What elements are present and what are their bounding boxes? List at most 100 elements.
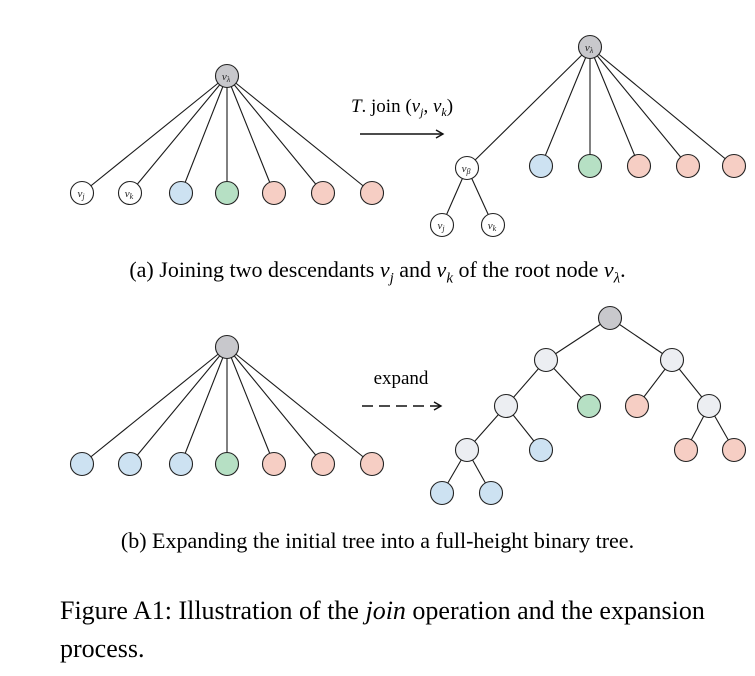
root-node-v-lambda-joined-label: vλ: [585, 42, 594, 55]
edge-a-left-5: [226, 75, 324, 194]
leaf-node-pink-4: [261, 180, 287, 206]
binary-node-LLR: [528, 437, 554, 463]
edge-a-right-4: [589, 46, 735, 167]
binary-node-LL: [493, 393, 519, 419]
binary-node-LR: [576, 393, 602, 419]
leaf-node-blue-0: [528, 153, 554, 179]
binary-node-RR: [696, 393, 722, 419]
binary-node-LLLL: [429, 480, 455, 506]
figure-caption: Figure A1: Illustration of the join oper…: [60, 596, 705, 663]
leaf-node-pink-6-circle: [359, 180, 385, 206]
root-node-v-lambda: vλ: [214, 63, 240, 89]
binary-node-LLL-circle: [454, 437, 480, 463]
binary-node-root: [597, 305, 623, 331]
initial-leaf-pink-5-circle: [310, 451, 336, 477]
initial-leaf-blue-1: [117, 451, 143, 477]
binary-node-RRL-circle: [673, 437, 699, 463]
leaf-node-blue-2: [168, 180, 194, 206]
new-node-v-beta-label: vβ: [462, 163, 471, 176]
panel-a-right-tree: vλ vβ vj vk: [429, 34, 747, 238]
join-arrow: T. join (vj, vk): [351, 96, 453, 139]
join-operation-label: T. join (vj, vk): [351, 96, 453, 119]
binary-node-RRR-circle: [721, 437, 747, 463]
root-node-v-lambda-joined-circle: [577, 34, 603, 60]
initial-root-node-circle: [214, 334, 240, 360]
edge-a-left-6: [226, 75, 373, 194]
child-node-v-j: vj: [429, 212, 455, 238]
binary-node-RL: [624, 393, 650, 419]
binary-node-LR-circle: [576, 393, 602, 419]
binary-node-L: [533, 347, 559, 373]
root-node-v-lambda-joined: vλ: [577, 34, 603, 60]
child-node-v-k: vk: [480, 212, 506, 238]
edge-b-left-6: [226, 346, 373, 465]
binary-node-RRL: [673, 437, 699, 463]
edge-a-left-2: [180, 75, 228, 194]
binary-node-LLLR-circle: [478, 480, 504, 506]
initial-leaf-pink-6-circle: [359, 451, 385, 477]
edge-a-left-1: [129, 75, 228, 194]
initial-leaf-green-3: [214, 451, 240, 477]
initial-root-node: [214, 334, 240, 360]
leaf-node-blue-0-circle: [528, 153, 554, 179]
edge-b-left-5: [226, 346, 324, 465]
expand-arrow: expand: [362, 368, 443, 411]
initial-leaf-pink-6: [359, 451, 385, 477]
new-node-v-beta-circle: [454, 155, 480, 181]
child-node-v-k-circle: [480, 212, 506, 238]
new-node-v-beta: vβ: [454, 155, 480, 181]
edge-b-left-1: [129, 346, 228, 465]
leaf-node-pink-3: [675, 153, 701, 179]
binary-node-R-circle: [659, 347, 685, 373]
root-node-v-lambda-label: vλ: [222, 71, 231, 84]
initial-leaf-pink-5: [310, 451, 336, 477]
leaf-node-pink-3-circle: [675, 153, 701, 179]
leaf-node-pink-4: [721, 153, 747, 179]
binary-node-root-circle: [597, 305, 623, 331]
edge-root-R: [609, 317, 673, 361]
edge-a-left-0: [81, 75, 228, 194]
edge-b-left-4: [226, 346, 275, 465]
caption-a: (a) Joining two descendants vj and vk of…: [129, 257, 626, 287]
leaf-node-v-k-label: vk: [125, 188, 134, 201]
child-node-v-k-label: vk: [488, 220, 497, 233]
binary-node-R: [659, 347, 685, 373]
leaf-node-pink-4-circle: [261, 180, 287, 206]
initial-leaf-blue-0: [69, 451, 95, 477]
initial-leaf-pink-4-circle: [261, 451, 287, 477]
initial-leaf-blue-2-circle: [168, 451, 194, 477]
binary-node-RRR: [721, 437, 747, 463]
leaf-node-green-3: [214, 180, 240, 206]
leaf-node-v-k: vk: [117, 180, 143, 206]
edge-a-right-2: [589, 46, 640, 167]
edge-b-left-2: [180, 346, 228, 465]
binary-node-LLL: [454, 437, 480, 463]
binary-node-LL-circle: [493, 393, 519, 419]
leaf-node-pink-2-circle: [626, 153, 652, 179]
panel-b-left-tree: [69, 334, 385, 477]
leaf-node-v-k-circle: [117, 180, 143, 206]
initial-leaf-pink-4: [261, 451, 287, 477]
binary-node-LLLL-circle: [429, 480, 455, 506]
child-node-v-j-label: vj: [437, 220, 445, 233]
leaf-node-v-j: vj: [69, 180, 95, 206]
initial-leaf-blue-0-circle: [69, 451, 95, 477]
leaf-node-pink-5: [310, 180, 336, 206]
initial-leaf-green-3-circle: [214, 451, 240, 477]
edge-b-left-0: [81, 346, 228, 465]
leaf-node-pink-2: [626, 153, 652, 179]
binary-node-L-circle: [533, 347, 559, 373]
edge-root-beta: [466, 46, 591, 169]
caption-b: (b) Expanding the initial tree into a fu…: [120, 528, 635, 553]
leaf-node-pink-5-circle: [310, 180, 336, 206]
expand-label: expand: [374, 368, 429, 389]
binary-node-LLLR: [478, 480, 504, 506]
root-node-v-lambda-circle: [214, 63, 240, 89]
leaf-node-green-1-circle: [577, 153, 603, 179]
leaf-node-v-j-label: vj: [77, 188, 85, 201]
leaf-node-blue-2-circle: [168, 180, 194, 206]
panel-b-right-tree: [429, 305, 747, 506]
edge-a-left-4: [226, 75, 275, 194]
binary-node-RR-circle: [696, 393, 722, 419]
